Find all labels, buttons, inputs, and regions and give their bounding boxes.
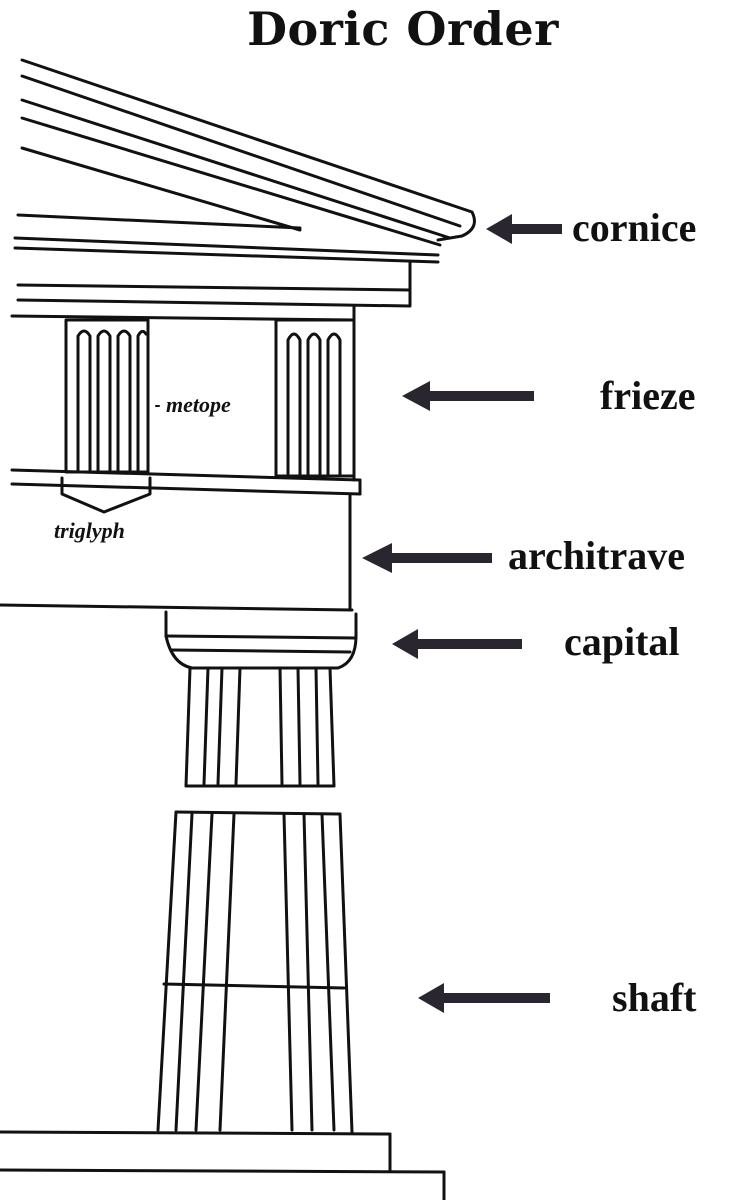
arrow-shaft xyxy=(418,983,550,1013)
label-metope: metope xyxy=(166,392,231,417)
arrow-cornice xyxy=(486,214,562,244)
triglyph-left xyxy=(60,318,152,514)
label-architrave: architrave xyxy=(508,533,685,578)
pediment xyxy=(20,58,476,247)
label-capital: capital xyxy=(564,619,680,664)
cornice-block xyxy=(13,213,440,308)
arrow-frieze xyxy=(402,381,534,411)
label-triglyph: triglyph xyxy=(54,518,125,543)
frieze-block xyxy=(10,304,362,514)
architrave-block xyxy=(0,492,354,612)
arrow-capital xyxy=(392,629,522,659)
triglyph-right xyxy=(274,318,356,478)
label-shaft: shaft xyxy=(612,975,697,1020)
pointer-arrows xyxy=(362,214,562,1013)
label-cornice: cornice xyxy=(572,205,697,250)
shaft-upper xyxy=(184,666,336,788)
arrow-architrave xyxy=(362,543,492,573)
diagram-title: Doric Order xyxy=(247,2,559,56)
label-frieze: frieze xyxy=(600,373,696,418)
capital-block xyxy=(164,610,358,670)
shaft-lower xyxy=(156,810,354,1134)
stylobate xyxy=(0,1130,446,1200)
